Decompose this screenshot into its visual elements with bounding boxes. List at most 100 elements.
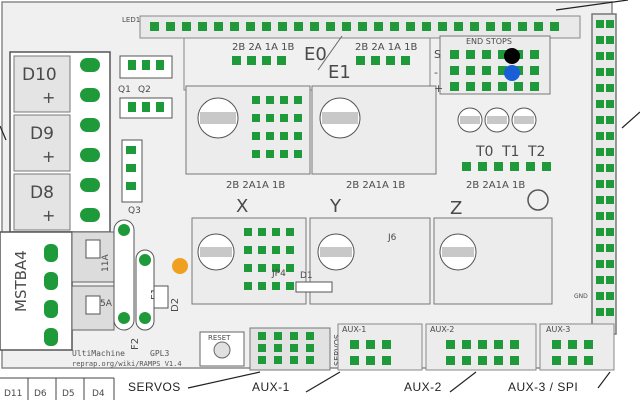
reset-label: RESET	[208, 334, 231, 342]
thermistor-t0-label: T0	[475, 144, 493, 160]
header-pin	[258, 264, 266, 272]
transistor-q1-label: Q1	[118, 85, 131, 95]
header-pin	[182, 22, 191, 31]
header-pin	[258, 282, 266, 290]
header-pin	[606, 260, 614, 268]
header-pin	[294, 150, 302, 158]
header-pin	[606, 84, 614, 92]
header-pin	[596, 68, 604, 76]
x-pin-label: 2B 2A1A 1B	[226, 180, 285, 191]
header-pin	[596, 84, 604, 92]
header-pin	[482, 50, 491, 59]
e0-pin-label: 2B 2A 1A 1B	[232, 42, 295, 53]
header-pin	[606, 36, 614, 44]
header-pin	[606, 116, 614, 124]
x-axis-label: X	[236, 196, 248, 217]
e1-label: E1	[328, 62, 351, 83]
led1-label: LED1	[122, 16, 140, 24]
manufacturer-label: UltiMachine	[72, 349, 125, 358]
xyz-capacitors	[197, 233, 477, 271]
header-pin	[466, 66, 475, 75]
aux2-callout: AUX-2	[404, 380, 442, 394]
header-pin	[274, 332, 282, 340]
header-pin	[498, 50, 507, 59]
header-pin	[518, 22, 527, 31]
header-pin	[596, 132, 604, 140]
header-pin	[596, 212, 604, 220]
right-header-outline	[591, 13, 617, 335]
fuse-f2-label: F2	[130, 338, 141, 350]
bottom-label-d6: D6	[34, 389, 47, 399]
transistor-q3-label: Q3	[128, 206, 141, 216]
e1-capacitor	[319, 97, 361, 139]
end-stops-label: END STOPS	[466, 37, 512, 46]
header-pin	[606, 180, 614, 188]
jp4-label: JP4	[271, 269, 286, 279]
header-pin	[482, 82, 491, 91]
header-pin	[606, 228, 614, 236]
bottom-label-d11: D11	[4, 389, 22, 399]
header-pin	[244, 228, 252, 236]
header-pin	[510, 340, 519, 349]
header-pin	[446, 340, 455, 349]
aux3-pins	[552, 340, 593, 365]
right-leader-line	[621, 111, 640, 129]
header-pin	[552, 356, 561, 365]
header-pin	[258, 332, 266, 340]
header-pin	[286, 228, 294, 236]
header-pin	[266, 96, 274, 104]
header-pin	[244, 246, 252, 254]
u-logo	[527, 189, 549, 211]
aux1-callout: AUX-1	[252, 380, 290, 394]
header-pin	[280, 132, 288, 140]
header-pin	[294, 114, 302, 122]
e1-pin-label: 2B 2A 1A 1B	[355, 42, 418, 53]
header-pin	[258, 356, 266, 364]
diode-d1	[295, 281, 333, 293]
header-pin	[246, 22, 255, 31]
terminal-d10-box	[13, 55, 71, 113]
reset-button	[199, 331, 245, 367]
header-pin	[502, 22, 511, 31]
bottom-label-d5: D5	[62, 389, 75, 399]
header-pin	[274, 344, 282, 352]
top-header-pins	[150, 22, 559, 31]
power-connector-label: MSTBA4	[12, 250, 30, 312]
header-pin	[290, 344, 298, 352]
terminal-d8-box	[13, 173, 71, 231]
header-pin	[606, 276, 614, 284]
header-pin	[510, 356, 519, 365]
z-driver-socket	[433, 217, 553, 305]
header-pin	[596, 260, 604, 268]
header-pin	[342, 22, 351, 31]
header-pin	[584, 340, 593, 349]
header-pin	[244, 282, 252, 290]
e0-label: E0	[304, 44, 327, 65]
power-connector	[0, 231, 73, 351]
terminal-d8-label: D8	[30, 183, 54, 203]
header-pin	[326, 22, 335, 31]
header-pin	[280, 150, 288, 158]
header-pin	[494, 356, 503, 365]
header-pin	[550, 22, 559, 31]
fuse-b-label: 5A	[100, 299, 113, 309]
header-pin	[530, 50, 539, 59]
y-axis-label: Y	[329, 196, 342, 217]
header-pin	[294, 22, 303, 31]
header-pin	[286, 264, 294, 272]
header-pin	[568, 340, 577, 349]
header-pin	[596, 276, 604, 284]
header-pin	[454, 22, 463, 31]
j6-label: J6	[387, 233, 397, 243]
d2-label: D2	[170, 298, 181, 312]
header-pin	[230, 22, 239, 31]
aux3-spi-callout: AUX-3 / SPI	[508, 380, 579, 394]
header-pin	[390, 22, 399, 31]
header-pin	[596, 196, 604, 204]
fuse-a-label: 11A	[101, 254, 111, 272]
header-pin	[530, 82, 539, 91]
lower-driver-pins	[244, 228, 294, 290]
end-stops-plus-label: +	[434, 82, 443, 95]
polyfuses	[113, 219, 155, 331]
header-pin	[198, 22, 207, 31]
